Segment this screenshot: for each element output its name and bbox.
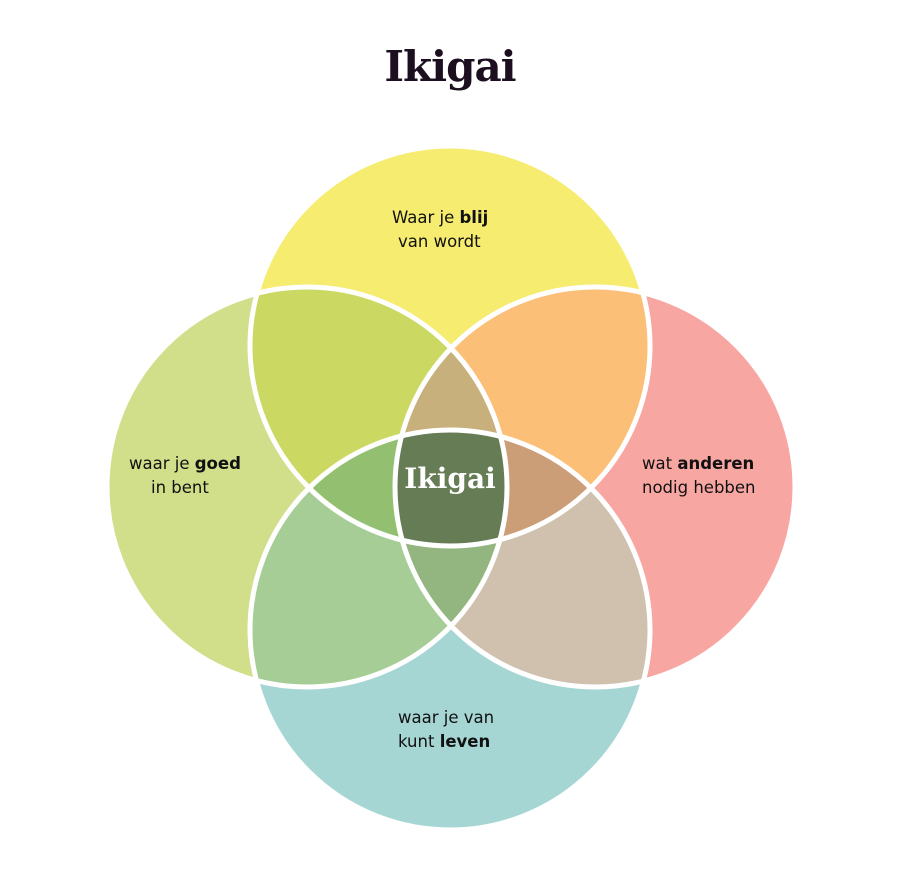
- circle-outlines: [104, 143, 798, 833]
- label-bottom: waar je van kunt leven: [398, 706, 494, 754]
- label-right-bold: anderen: [677, 454, 755, 473]
- label-top-bold: blij: [459, 208, 489, 227]
- label-top-line2: van wordt: [398, 232, 481, 251]
- label-right-line2: nodig hebben: [642, 478, 756, 497]
- label-top: Waar je blij van wordt: [392, 206, 488, 254]
- label-right-text: wat: [642, 454, 678, 473]
- label-top-text: Waar je: [392, 208, 460, 227]
- label-bottom-text: kunt: [398, 732, 440, 751]
- label-left-line2: in bent: [151, 478, 209, 497]
- label-right: wat anderen nodig hebben: [642, 452, 756, 500]
- label-bottom-line1: waar je van: [398, 708, 495, 727]
- label-left-text: waar je: [129, 454, 195, 473]
- label-left: waar je goed in bent: [129, 452, 241, 500]
- label-bottom-bold: leven: [439, 732, 491, 751]
- label-left-bold: goed: [194, 454, 241, 473]
- center-label: Ikigai: [404, 462, 496, 495]
- diagram-title: Ikigai: [384, 42, 516, 91]
